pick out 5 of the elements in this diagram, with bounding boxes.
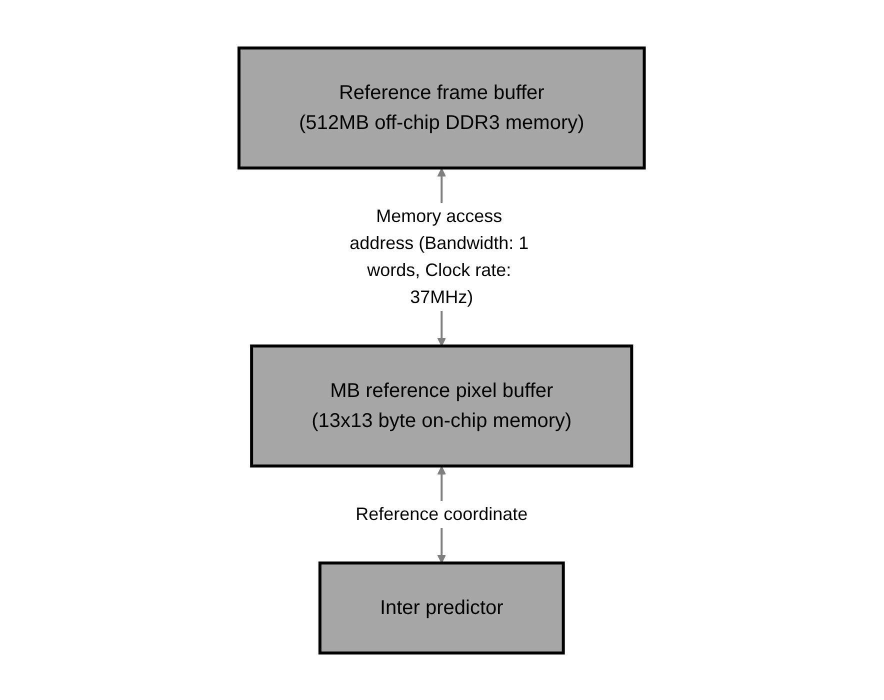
node-box: MB reference pixel buffer (13x13 byte on-chip memory)	[250, 344, 634, 467]
edge-label: Reference coordinate	[356, 504, 528, 524]
node-box: Reference frame buffer (512MB off-chip DDR3 memory)	[238, 46, 646, 169]
edge-label: Memory access address (Bandwidth: 1 words, Clock rate: 37MHz)	[350, 206, 530, 306]
node-box: Inter predictor	[318, 561, 566, 654]
